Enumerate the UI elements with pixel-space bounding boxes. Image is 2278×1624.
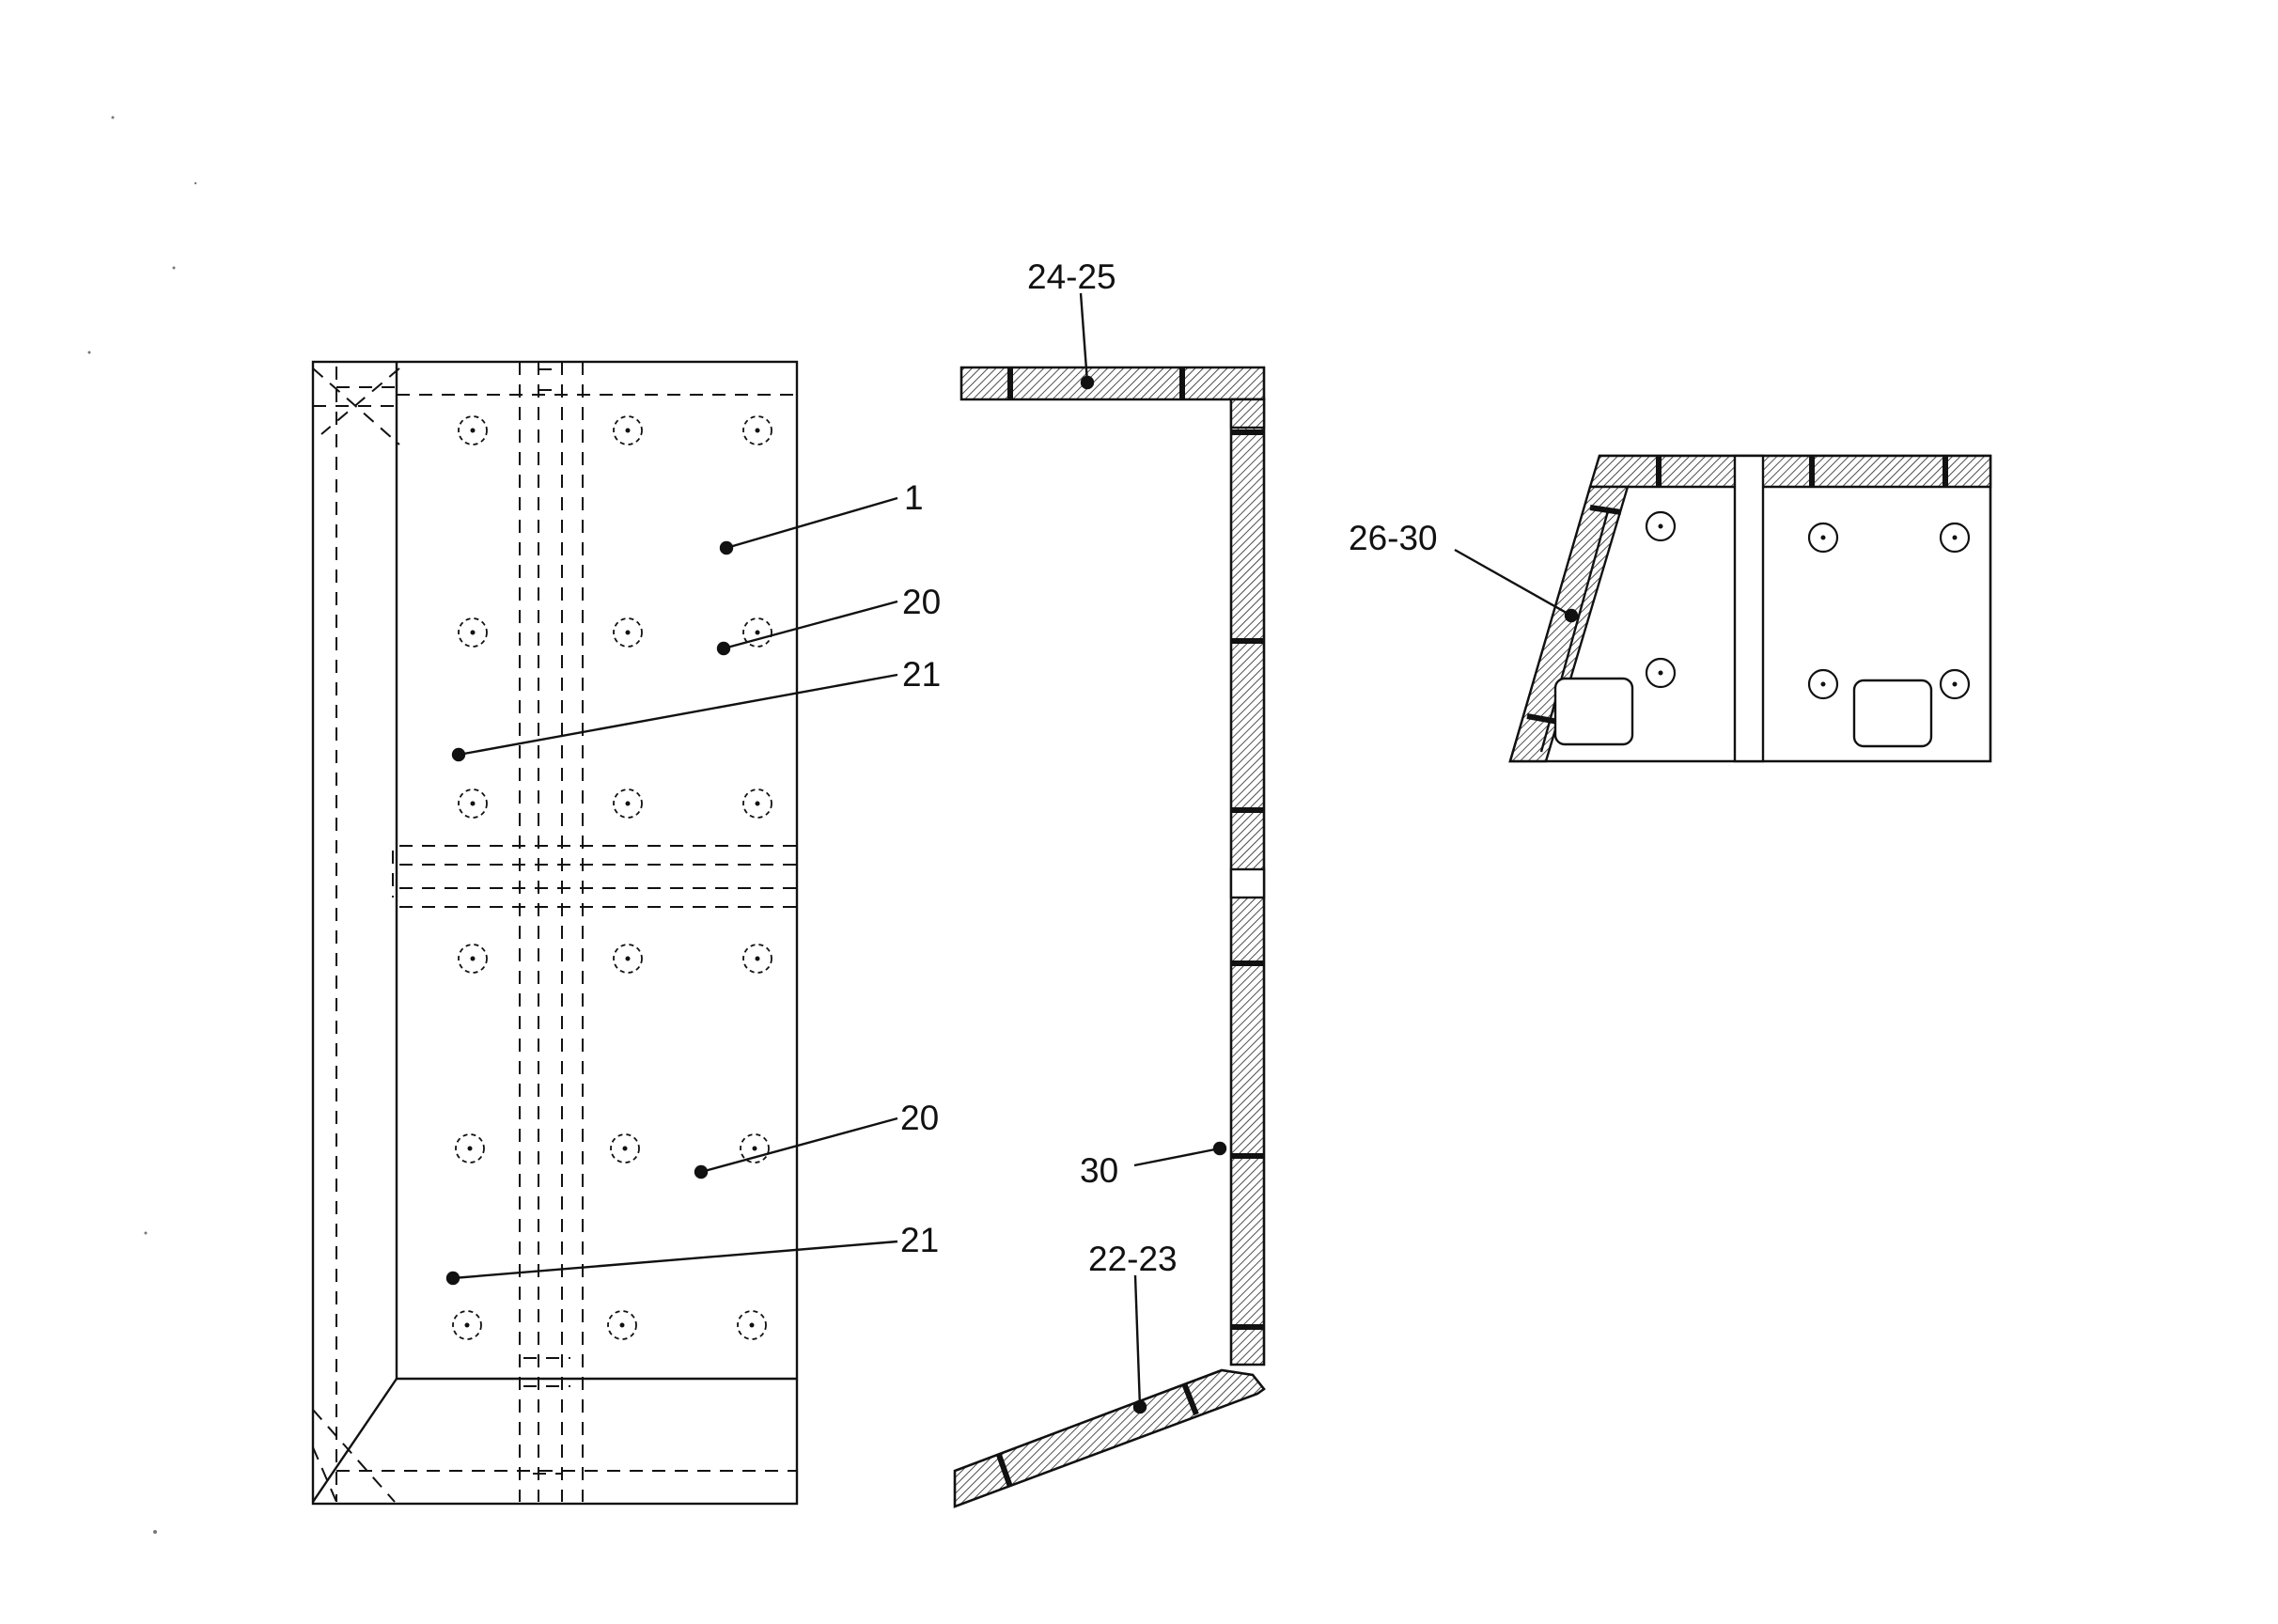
left-panel (311, 360, 799, 1506)
callout-21-upper: 21 (902, 655, 941, 694)
fastener-hole (458, 415, 488, 445)
profile-top-segment (960, 366, 1266, 401)
fastener-hole (742, 944, 772, 974)
leader-22-23 (1132, 1274, 1147, 1414)
scan-specks (87, 116, 197, 1534)
fastener-hole (1645, 510, 1677, 542)
side-view-slant-band (1508, 485, 1630, 763)
fastener-hole (1645, 657, 1677, 689)
side-view-divider (1733, 454, 1765, 763)
profile-leaders (1079, 292, 1227, 1414)
profile-bottom-segment (953, 1368, 1266, 1508)
fastener-hole (742, 415, 772, 445)
fastener-hole (458, 789, 488, 819)
side-view-top-band (1588, 454, 1992, 489)
side-view-fasteners (1645, 510, 1971, 700)
callout-20-lower: 20 (900, 1099, 939, 1137)
leader-21-lower (445, 1240, 898, 1286)
side-view-leaders (1454, 548, 1579, 623)
cutout-left (1553, 677, 1634, 746)
left-panel-fasteners (452, 415, 772, 1340)
side-view (1508, 454, 1992, 763)
section-profile (953, 366, 1266, 1508)
cutout-right (1852, 679, 1933, 748)
left-panel-leaders (445, 496, 898, 1286)
leader-21-upper (451, 673, 898, 762)
leader-30 (1133, 1141, 1227, 1167)
callout-24-25: 24-25 (1027, 258, 1116, 296)
fastener-hole (458, 944, 488, 974)
profile-joints (996, 367, 1264, 1488)
leader-24-25 (1079, 292, 1095, 390)
callout-21-lower: 21 (900, 1221, 939, 1259)
fastener-hole (458, 617, 488, 648)
fastener-hole (613, 944, 643, 974)
callout-22-23: 22-23 (1088, 1240, 1178, 1278)
side-view-joints (1526, 456, 1948, 725)
fastener-hole (1807, 522, 1839, 554)
callout-30: 30 (1080, 1151, 1118, 1190)
fastener-hole (613, 415, 643, 445)
fastener-hole (742, 789, 772, 819)
fastener-hole (742, 617, 772, 648)
fastener-hole (455, 1133, 485, 1163)
fastener-hole (1939, 522, 1971, 554)
leader-26-30 (1454, 548, 1579, 623)
leader-20-lower (694, 1116, 898, 1179)
leader-20-upper (716, 600, 898, 656)
callout-1: 1 (904, 478, 924, 517)
callout-20-upper: 20 (902, 583, 941, 621)
profile-gap (1229, 867, 1266, 899)
fastener-hole (737, 1310, 767, 1340)
leader-1 (719, 496, 898, 555)
fastener-hole (1807, 668, 1839, 700)
callout-labels: 1 20 21 20 21 24-25 30 22-23 26-30 (900, 258, 1438, 1278)
fastener-hole (607, 1310, 637, 1340)
fastener-hole (452, 1310, 482, 1340)
left-panel-corner-diagonal (312, 1378, 398, 1503)
fastener-hole (610, 1133, 640, 1163)
callout-26-30: 26-30 (1349, 519, 1438, 557)
fastener-hole (1939, 668, 1971, 700)
fastener-hole (740, 1133, 770, 1163)
left-panel-outline (311, 360, 799, 1506)
fastener-hole (613, 617, 643, 648)
fastener-hole (613, 789, 643, 819)
left-panel-hidden-lines (312, 362, 797, 1503)
